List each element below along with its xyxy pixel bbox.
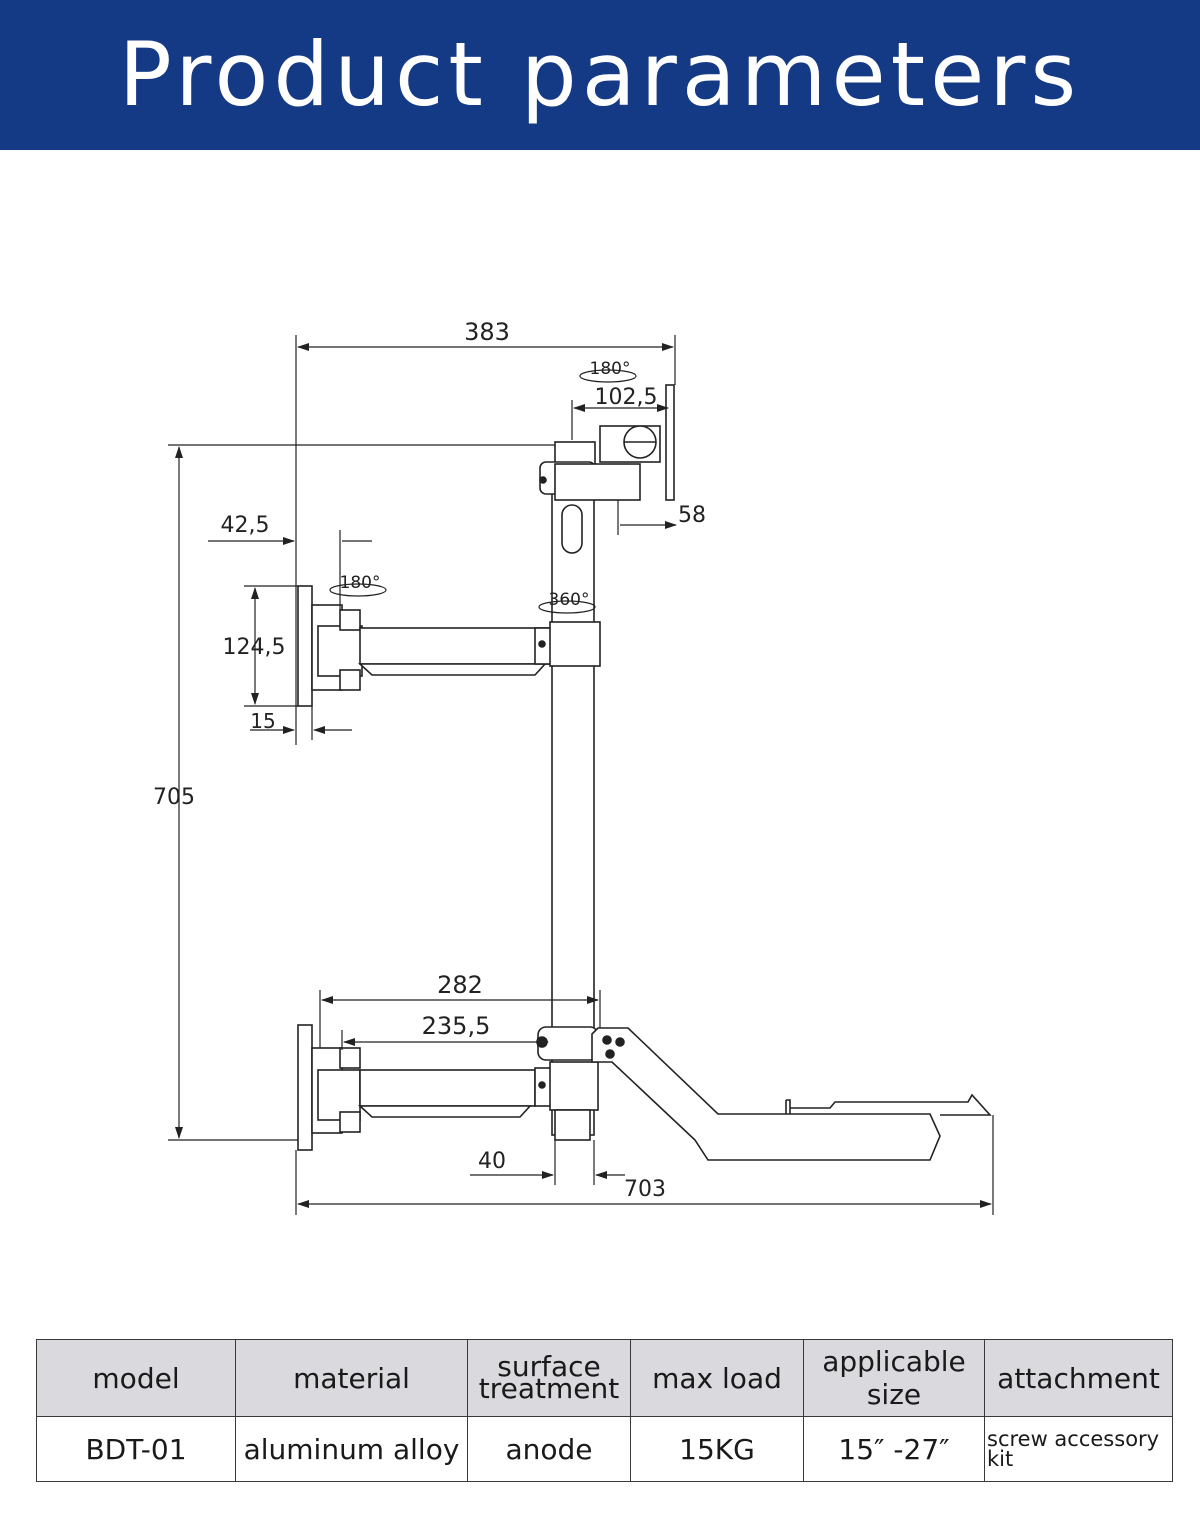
header-surface-line1: surface: [497, 1350, 601, 1383]
header-surface-line2: treatment: [478, 1372, 620, 1405]
spec-header-row: model material surface treatment max loa…: [36, 1339, 1173, 1417]
dim-lower-arm-inner: 235,5: [422, 1012, 491, 1040]
rotation-head-label: 180°: [590, 359, 631, 379]
rotation-upper-label: 180°: [340, 573, 381, 593]
spec-value-row: BDT-01 aluminum alloy anode 15KG 15″ -27…: [36, 1416, 1173, 1482]
upper-wall-plate: [297, 585, 313, 707]
dim-plate-height: 124,5: [223, 635, 286, 660]
value-attachment: screw accessory kit: [984, 1416, 1173, 1482]
value-max-load: 15KG: [630, 1416, 804, 1482]
dim-lower-arm: 282: [437, 971, 483, 999]
header-applicable-size: applicable size: [803, 1339, 985, 1417]
dim-width-top: 383: [464, 318, 510, 346]
spec-table: model material surface treatment max loa…: [36, 1339, 1173, 1482]
value-material: aluminum alloy: [235, 1416, 468, 1482]
dim-plate-thickness: 15: [250, 709, 275, 733]
value-surface: anode: [467, 1416, 631, 1482]
mount-outline: [297, 384, 992, 1161]
header-model: model: [36, 1339, 236, 1417]
lower-wall-plate: [297, 1024, 313, 1151]
value-model: BDT-01: [36, 1416, 236, 1482]
value-attachment-line2: kit: [987, 1447, 1014, 1471]
dimension-lines: [168, 335, 994, 1215]
mount-diagram-svg: 383 102,5 58 42,5 124,5 15 705 282 235,5…: [153, 318, 994, 1215]
value-attachment-line1: screw accessory: [987, 1427, 1160, 1451]
technical-drawing: 383 102,5 58 42,5 124,5 15 705 282 235,5…: [0, 150, 1200, 1330]
dim-head-offset: 102,5: [595, 385, 658, 410]
dim-total-height: 705: [153, 785, 195, 810]
page-title: Product parameters: [118, 23, 1082, 126]
dim-pole-width: 40: [478, 1149, 506, 1174]
keyboard-bracket: [591, 1027, 941, 1161]
header-attachment: attachment: [984, 1339, 1173, 1417]
upper-arm: [359, 627, 553, 665]
header-max-load: max load: [630, 1339, 804, 1417]
lower-arm: [359, 1069, 536, 1107]
page-header: Product parameters: [0, 0, 1200, 150]
header-surface-treatment: surface treatment: [467, 1339, 631, 1417]
dim-head-depth: 58: [678, 503, 706, 528]
dim-total-width: 703: [624, 1177, 666, 1202]
value-applicable-size: 15″ -27″: [803, 1416, 985, 1482]
rotation-pole-label: 360°: [549, 590, 590, 610]
header-material: material: [235, 1339, 468, 1417]
keyboard-tray: [785, 1093, 992, 1116]
dim-offset-upper: 42,5: [221, 513, 270, 538]
pole-top-section: [551, 489, 595, 631]
pole-slot: [561, 504, 583, 554]
